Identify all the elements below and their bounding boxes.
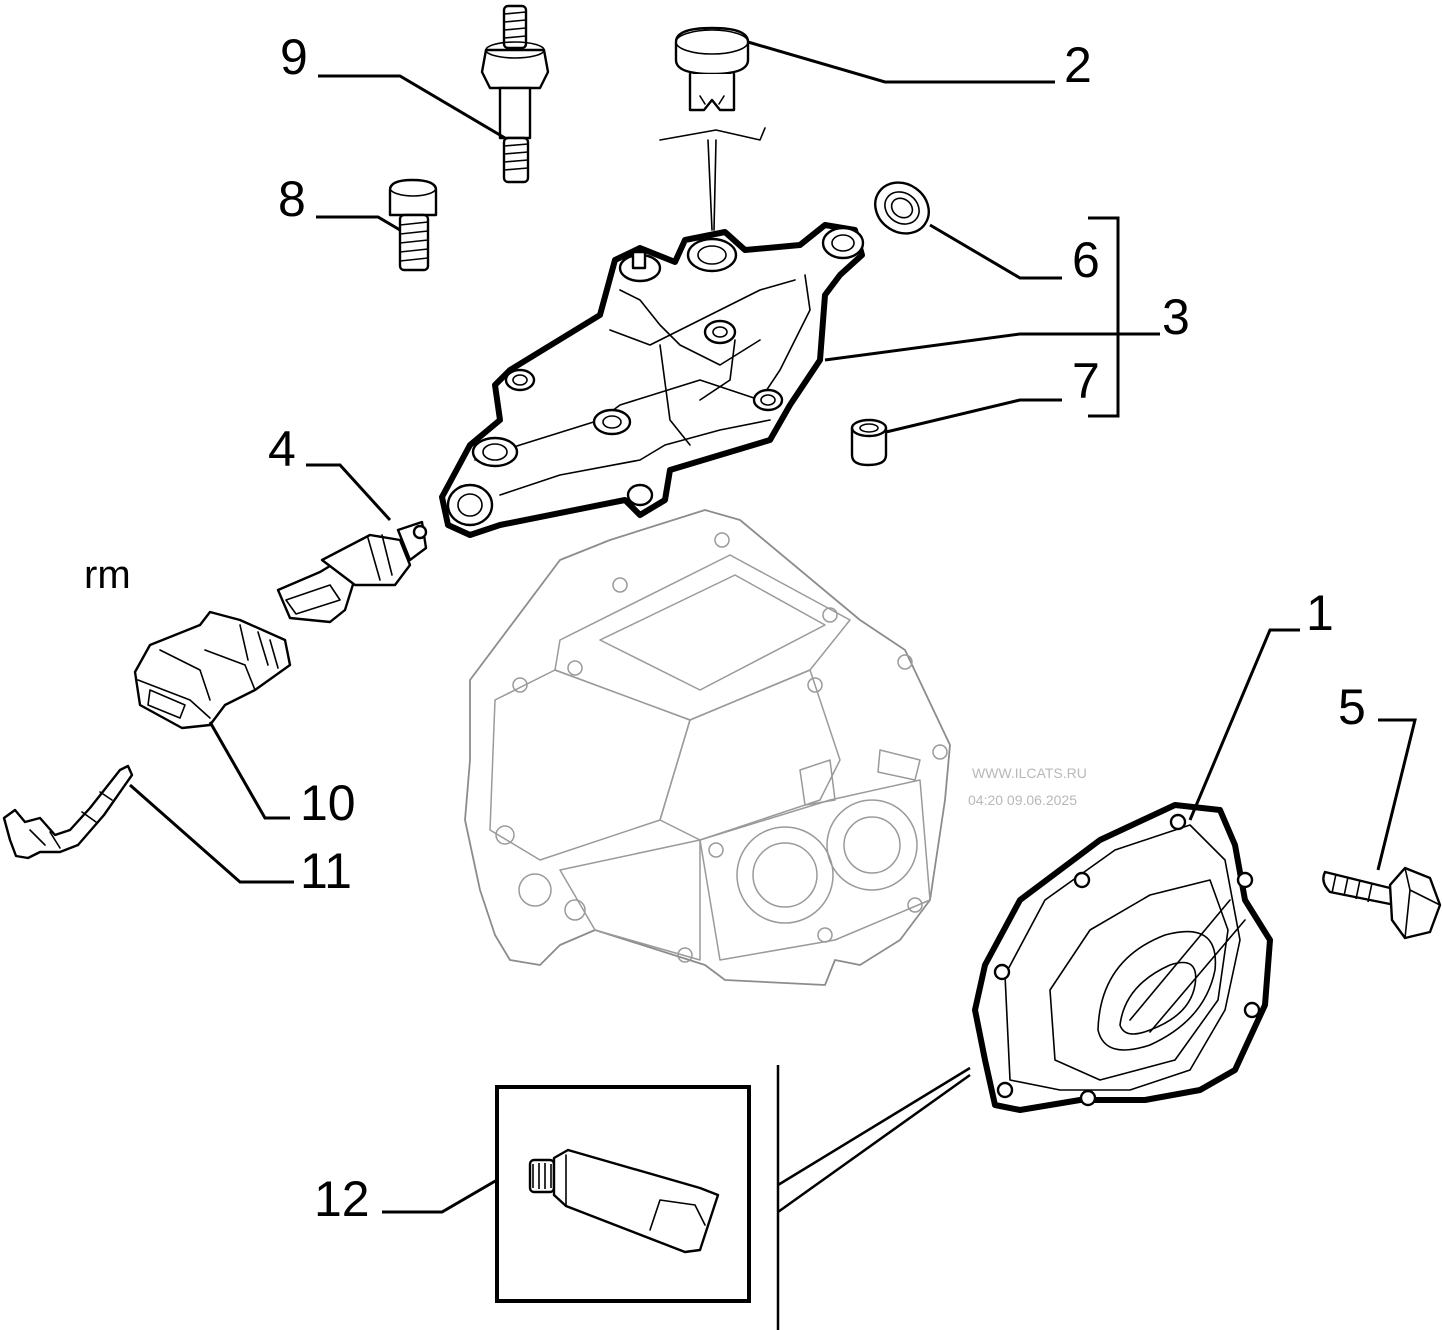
watermark-timestamp: 04:20 09.06.2025 xyxy=(968,792,1077,808)
callout-labels: 9 2 8 6 3 7 4 rm 1 5 10 11 12 xyxy=(84,29,1366,1227)
leader-7 xyxy=(885,398,1062,434)
callout-9: 9 xyxy=(280,29,308,85)
variant-code-rm: rm xyxy=(84,553,131,597)
part-6-oil-seal xyxy=(874,181,930,235)
leader-4 xyxy=(306,463,392,522)
bracket-6-7 xyxy=(1088,216,1120,418)
sealant-indicator-upper xyxy=(777,1066,971,1187)
leader-6 xyxy=(929,223,1062,280)
leader-8 xyxy=(316,215,401,232)
callout-2: 2 xyxy=(1064,37,1092,93)
leader-5 xyxy=(1376,718,1417,871)
leader-lines xyxy=(129,40,1417,1330)
callout-7: 7 xyxy=(1072,353,1100,409)
leader-3 xyxy=(824,332,1160,362)
part-10-connector xyxy=(133,610,292,730)
callout-5: 5 xyxy=(1338,679,1366,735)
callout-8: 8 xyxy=(278,171,306,227)
callout-11: 11 xyxy=(300,843,352,899)
callout-12: 12 xyxy=(314,1171,370,1227)
watermark: WWW.ILCATS.RU 04:20 09.06.2025 xyxy=(968,765,1087,808)
leader-2 xyxy=(747,40,1055,84)
part-12-sealant-tube xyxy=(495,1085,751,1303)
callout-6: 6 xyxy=(1072,232,1100,288)
callout-1: 1 xyxy=(1306,585,1334,641)
part-4-sensor-switch xyxy=(276,520,428,624)
sealant-indicator-lower xyxy=(777,1073,971,1214)
watermark-site: WWW.ILCATS.RU xyxy=(972,765,1087,781)
leader-9 xyxy=(318,74,506,140)
part-1-end-cover xyxy=(972,802,1273,1113)
part-5-bolt xyxy=(1322,866,1442,940)
callout-10: 10 xyxy=(300,775,356,831)
part-11-terminal xyxy=(2,764,134,860)
leader-10 xyxy=(208,721,290,820)
part-3-cover-plate xyxy=(439,222,865,538)
part-7-dowel-bush xyxy=(850,418,888,467)
part-8-bolt xyxy=(388,178,438,272)
leader-1 xyxy=(1188,628,1300,821)
gearbox-housing xyxy=(464,509,951,986)
part-9-stud-bolt xyxy=(480,4,550,184)
leader-11 xyxy=(129,783,294,884)
callout-3: 3 xyxy=(1162,289,1190,345)
callout-4: 4 xyxy=(268,421,296,477)
leader-12 xyxy=(382,1178,498,1214)
part-2-breather-cap xyxy=(659,26,766,231)
